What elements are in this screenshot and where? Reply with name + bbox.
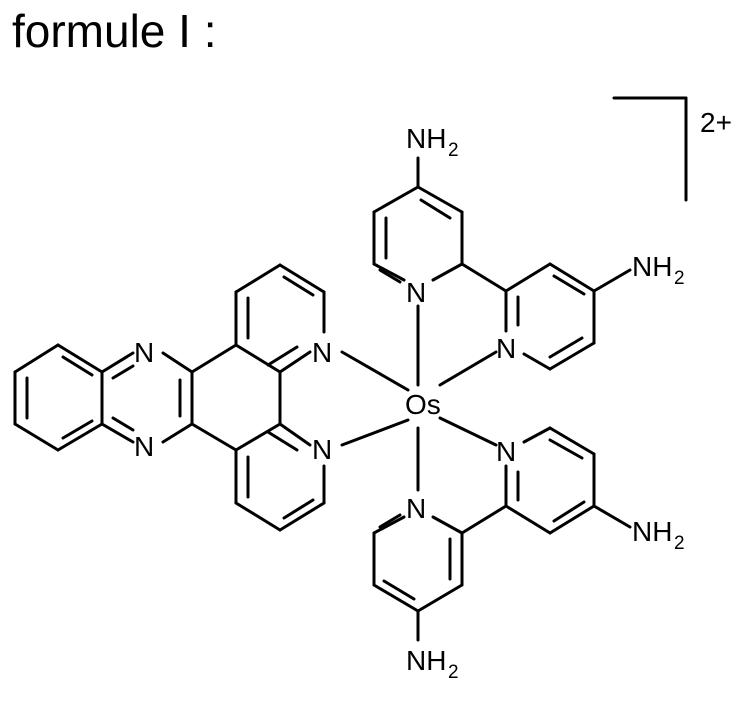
bonds	[13, 96, 688, 642]
atom-os: Os	[405, 389, 441, 420]
amine-top-label: NH	[406, 123, 446, 154]
amine-bottom-subscript: 2	[448, 662, 459, 683]
atom-n-phen-bottom: N	[312, 434, 332, 465]
amine-right-lower-subscript: 2	[674, 533, 685, 554]
amine-bottom-label: NH	[406, 645, 446, 676]
formula-title: formule I :	[12, 5, 217, 57]
amine-right-upper-subscript: 2	[674, 268, 685, 289]
atom-n-bpy-top-a: N	[406, 277, 426, 308]
amine-right-lower-label: NH	[632, 516, 672, 547]
amine-right-upper-label: NH	[632, 251, 672, 282]
atom-n-phen-top: N	[312, 337, 332, 368]
atom-labels: N N N N N N N N Os NH 2 NH 2 NH 2 NH 2 2…	[134, 107, 732, 683]
atom-n-pyrazine-top: N	[134, 337, 154, 368]
atom-n-bpy-bottom-d: N	[406, 493, 426, 524]
atom-n-pyrazine-bottom: N	[134, 431, 154, 462]
charge-label: 2+	[700, 107, 732, 138]
amine-top-subscript: 2	[448, 140, 459, 161]
atom-n-bpy-bottom-c: N	[496, 436, 516, 467]
atom-n-bpy-top-b: N	[496, 333, 516, 364]
